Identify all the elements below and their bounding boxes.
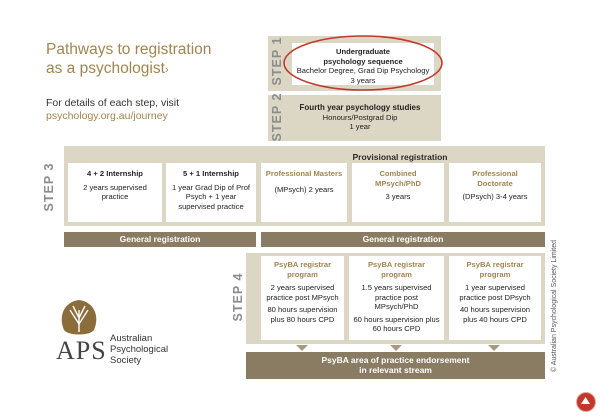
aps-line2: Psychological xyxy=(110,344,169,355)
arrow-down-icon xyxy=(390,345,402,351)
registrar-2-title: PsyBA registrar program xyxy=(367,260,426,279)
step1-title-1: Undergraduate xyxy=(335,47,390,56)
step2-sub-1: Honours/Postgrad Dip xyxy=(322,112,398,122)
arrow-down-icon xyxy=(296,345,308,351)
next-slide-button[interactable] xyxy=(576,392,596,412)
prof-doctorate-title: Professional Doctorate xyxy=(472,169,518,188)
aps-line1: Australian xyxy=(110,333,153,344)
internship-4-2-body: 2 years supervised practice xyxy=(83,182,147,202)
prof-masters-title: Professional Masters xyxy=(265,169,343,178)
details-label: For details of each step, visit xyxy=(46,97,180,109)
step2-box: Fourth year psychology studies Honours/P… xyxy=(286,98,434,138)
aps-name: Australian Psychological Society xyxy=(110,333,168,366)
step1-box: Undergraduate psychology sequence Bachel… xyxy=(292,43,434,85)
arrow-down-icon xyxy=(488,345,500,351)
combined-box: Combined MPsych/PhD 3 years xyxy=(352,163,444,222)
title-line2: as a psychologist xyxy=(46,60,165,77)
step1-sub-1: Bachelor Degree, Grad Dip Psychology xyxy=(296,66,430,75)
registrar-3-body2: 40 hours supervision plus 40 hours CPD xyxy=(459,305,531,324)
arrow-up-icon xyxy=(581,397,590,404)
registrar-3-body1: 1 year supervised practice post DPsych xyxy=(459,283,531,302)
step4-label: STEP 4 xyxy=(231,272,245,322)
combined-title: Combined MPsych/PhD xyxy=(375,169,421,188)
step2-sub-2: 1 year xyxy=(349,122,371,131)
prof-doctorate-box: Professional Doctorate (DPsych) 3-4 year… xyxy=(449,163,541,222)
prof-masters-body: (MPsych) 2 years xyxy=(274,184,334,194)
prof-masters-box: Professional Masters (MPsych) 2 years xyxy=(261,163,347,222)
copyright-text: © Australian Psychological Society Limit… xyxy=(551,240,558,372)
registrar-1-title: PsyBA registrar program xyxy=(273,260,332,279)
combined-body: 3 years xyxy=(385,192,411,201)
registrar-box-2: PsyBA registrar program 1.5 years superv… xyxy=(349,256,444,340)
step1-title-2: psychology sequence xyxy=(323,56,403,66)
internship-5-1-box: 5 + 1 Internship 1 year Grad Dip of Prof… xyxy=(166,163,256,222)
registrar-1-body2: 80 hours supervision plus 80 hours CPD xyxy=(267,305,338,324)
chevron-right-icon: › xyxy=(164,64,169,76)
internship-5-1-title: 5 + 1 Internship xyxy=(183,169,239,178)
endorsement-line1: PsyBA area of practice endorsement xyxy=(321,355,470,365)
step2-title: Fourth year psychology studies xyxy=(299,103,421,112)
general-registration-left: General registration xyxy=(64,232,256,247)
journey-link[interactable]: psychology.org.au/journey xyxy=(46,110,168,122)
details-text: For details of each step, visit psycholo… xyxy=(46,97,179,123)
aps-line3: Society xyxy=(110,355,142,366)
registrar-box-3: PsyBA registrar program 1 year supervise… xyxy=(449,256,541,340)
endorsement-bar: PsyBA area of practice endorsement in re… xyxy=(246,352,545,379)
internship-4-2-box: 4 + 2 Internship 2 years supervised prac… xyxy=(68,163,162,222)
registrar-2-body2: 60 hours supervision plus 60 hours CPD xyxy=(353,314,440,334)
step2-band xyxy=(268,95,441,141)
step1-sub-2: 3 years xyxy=(350,75,376,85)
general-registration-right: General registration xyxy=(261,232,545,247)
step3-label: STEP 3 xyxy=(42,162,56,212)
internship-4-2-title: 4 + 2 Internship xyxy=(87,169,143,178)
registrar-2-body1: 1.5 years supervised practice post MPsyc… xyxy=(361,283,432,311)
page-title: Pathways to registration as a psychologi… xyxy=(46,40,211,80)
title-line1: Pathways to registration xyxy=(46,41,212,58)
step2-label: STEP 2 xyxy=(270,92,284,142)
endorsement-line2: in relevant stream xyxy=(359,365,432,375)
registrar-box-1: PsyBA registrar program 2 years supervis… xyxy=(261,256,344,340)
registrar-1-body1: 2 years supervised practice post MPsych xyxy=(266,283,339,302)
aps-acronym: APS xyxy=(56,336,107,365)
prof-doctorate-body: (DPsych) 3-4 years xyxy=(462,192,528,201)
internship-5-1-body: 1 year Grad Dip of Prof Psych + 1 year s… xyxy=(171,182,251,211)
aps-leaf-icon xyxy=(61,300,97,335)
registrar-3-title: PsyBA registrar program xyxy=(466,260,524,279)
provisional-registration: Provisional registration xyxy=(352,152,448,162)
highlight-circle xyxy=(283,35,443,91)
